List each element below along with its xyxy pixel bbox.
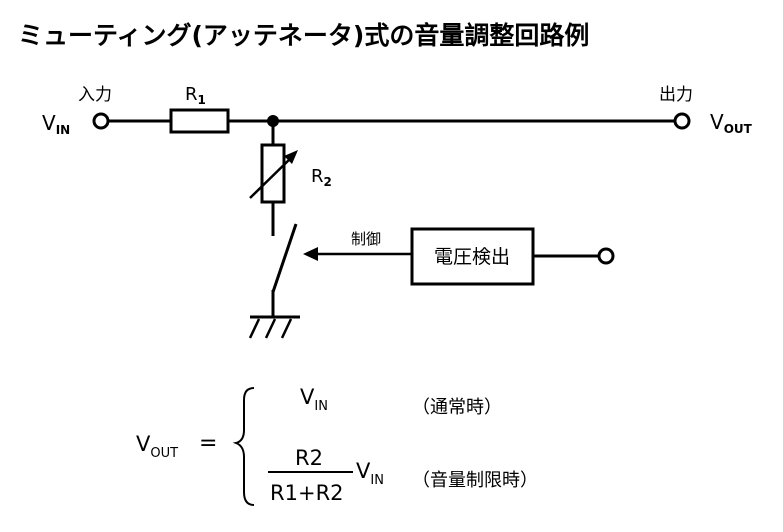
case1-symbol: V: [300, 385, 315, 409]
vout-symbol: V: [710, 110, 724, 134]
variable-arrow-head: [284, 150, 298, 164]
fraction-denominator: R1+R2: [270, 481, 344, 505]
r2-label: R2: [311, 166, 332, 189]
vin-symbol: V: [42, 111, 56, 135]
resistor-r1: [169, 108, 230, 134]
variable-arrow-shaft: [249, 155, 294, 199]
denominator-r2-subscript: 2: [330, 481, 343, 505]
denominator-plus: +: [298, 481, 316, 505]
switch-blade: [271, 223, 298, 293]
numerator-letter: R: [295, 446, 310, 470]
case2-subscript: IN: [370, 473, 384, 488]
vout-subscript: OUT: [724, 122, 753, 136]
detector-terminal: [597, 247, 615, 265]
denominator-r1-subscript: 1: [285, 481, 298, 505]
input-terminal: [92, 112, 110, 130]
formula-lhs-symbol: V: [136, 432, 151, 456]
diagram-title: ミューティング(アッテネータ)式の音量調整回路例: [18, 21, 590, 50]
control-arrow-head: [303, 247, 318, 261]
case1-value: VIN: [300, 385, 328, 414]
control-label: 制御: [351, 230, 381, 248]
r2-letter: R: [311, 166, 324, 187]
resistor-r2: [260, 143, 286, 204]
vin-label: VIN: [42, 111, 70, 137]
vout-label: VOUT: [710, 110, 753, 136]
formula-lhs: VOUT: [136, 432, 178, 461]
case2-value: VIN: [356, 459, 384, 488]
case1-subscript: IN: [314, 399, 328, 414]
r1-label: R1: [185, 84, 206, 107]
case2-condition: （音量制限時）: [412, 470, 538, 491]
r1-letter: R: [185, 84, 198, 105]
denominator-r1-letter: R: [270, 481, 285, 505]
ground-hatch-2: [264, 318, 277, 339]
detector-label: 電圧検出: [434, 246, 510, 268]
formula-lhs-subscript: OUT: [150, 446, 178, 461]
ground-hatch-1: [248, 318, 261, 339]
fraction-numerator: R2: [295, 446, 323, 470]
r2-subscript: 2: [324, 175, 332, 189]
formula-brace: [232, 387, 255, 506]
output-terminal: [673, 112, 691, 130]
r1-subscript: 1: [198, 93, 206, 107]
case1-condition: （通常時）: [412, 397, 502, 418]
vin-subscript: IN: [56, 123, 71, 137]
ground-hatch-3: [280, 318, 293, 339]
case2-symbol: V: [356, 459, 371, 483]
output-label: 出力: [659, 85, 693, 105]
formula-equals: =: [199, 431, 217, 456]
input-label: 入力: [78, 85, 112, 105]
voltage-detector-box: [410, 227, 535, 286]
denominator-r2-letter: R: [316, 481, 331, 505]
numerator-subscript: 2: [310, 446, 323, 470]
